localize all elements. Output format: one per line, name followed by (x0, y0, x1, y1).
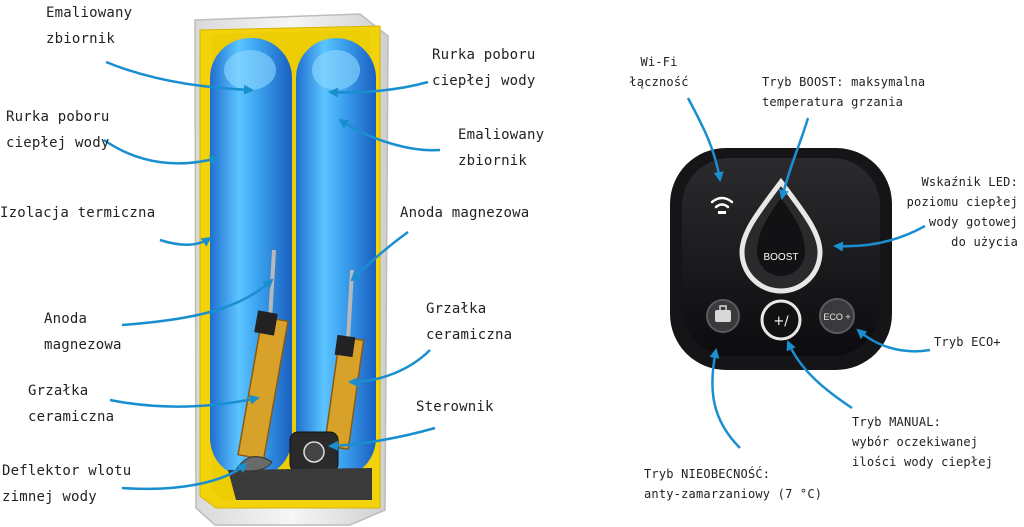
label-emaliowany-zbiornik-right: Emaliowany zbiornik (458, 127, 545, 169)
arrow-grzalka-left (109, 394, 260, 408)
label-emaliowany-zbiornik-left: Emaliowany zbiornik (46, 5, 133, 47)
boost-button-label[interactable]: BOOST (763, 252, 798, 263)
arrow-absence (709, 348, 741, 449)
arrow-manual (786, 340, 853, 410)
water-heater (194, 13, 389, 526)
control-panel: BOOST +∕ ECO + (670, 148, 892, 370)
label-anoda-magnezowa-right: Anoda magnezowa (400, 205, 530, 221)
suitcase-icon (715, 310, 731, 322)
right-heater-cap (334, 334, 356, 358)
left-heater-cap (254, 310, 278, 336)
label-sterownik: Sterownik (416, 399, 494, 415)
arrow-wifi (686, 97, 724, 182)
arrow-sterownik (328, 426, 436, 451)
arrow-rurka-right (328, 80, 429, 98)
arrow-anoda-right (350, 230, 409, 282)
label-tryb-boost: Tryb BOOST: maksymalna temperatura grzan… (762, 75, 926, 109)
led-drop-indicator (739, 177, 823, 294)
label-deflektor-wlotu: Deflektor wlotu zimnej wody (2, 463, 132, 505)
arrow-grzalka-right (348, 349, 431, 387)
label-tryb-eco: Tryb ECO+ (934, 335, 1001, 349)
label-izolacja-termiczna: Izolacja termiczna (0, 205, 156, 221)
label-wifi: Wi-Fi łączność (629, 55, 689, 89)
left-tank-top-highlight (224, 50, 276, 90)
label-grzalka-ceramiczna-left: Grzałka ceramiczna (28, 383, 115, 425)
plus-minus-icon: +∕ (773, 314, 789, 329)
right-anode-rod (346, 269, 354, 341)
eco-button-label: ECO + (823, 312, 850, 322)
base-plate (228, 468, 372, 500)
eco-button[interactable]: ECO + (819, 298, 855, 334)
label-grzalka-ceramiczna-right: Grzałka ceramiczna (426, 301, 513, 343)
label-tryb-manual: Tryb MANUAL: wybór oczekiwanej ilości wo… (852, 415, 994, 469)
arrow-izolacja (159, 236, 212, 247)
right-tank-top-highlight (312, 50, 360, 90)
arrow-eco (856, 328, 931, 353)
label-wskaznik-led: Wskaźnik LED: poziomu ciepłej wody gotow… (906, 175, 1018, 249)
panel-arrows (686, 97, 931, 449)
arrow-deflektor (121, 462, 248, 491)
wifi-icon (710, 196, 734, 214)
arrow-emaliowany-left (105, 60, 254, 95)
label-rurka-poboru-left: Rurka poboru ciepłej wody (6, 109, 110, 151)
arrow-emaliowany-right (338, 118, 441, 152)
manual-button[interactable]: +∕ (760, 299, 802, 341)
label-tryb-nieobecnosc: Tryb NIEOBECNOŚĆ: anty-zamarzaniowy (7 °… (644, 467, 823, 501)
arrow-led (833, 224, 926, 252)
arrow-anoda-left (121, 278, 274, 327)
controller-dial (303, 441, 325, 463)
arrow-boost (779, 117, 810, 200)
arrow-rurka-left (103, 138, 220, 165)
label-rurka-poboru-right: Rurka poboru ciepłej wody (432, 47, 536, 89)
absence-button[interactable] (706, 299, 740, 333)
label-anoda-magnezowa-left: Anoda magnezowa (44, 311, 122, 353)
heater-arrows (103, 60, 441, 491)
